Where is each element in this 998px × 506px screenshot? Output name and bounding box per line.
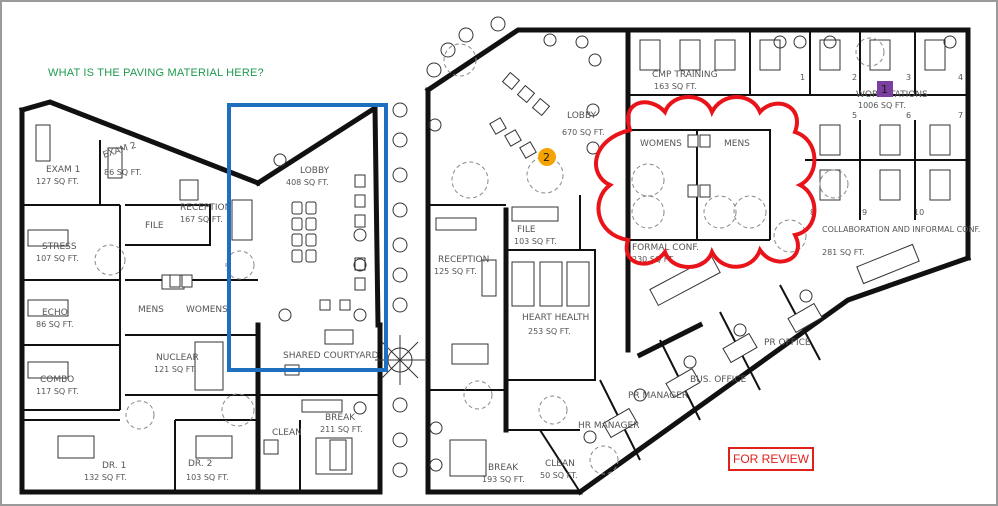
- room-area-cmp-training: 163 SQ FT.: [654, 82, 697, 91]
- room-area-file-right: 103 SQ FT.: [514, 237, 557, 246]
- ws-number: 10: [914, 208, 924, 217]
- ws-number: 1: [800, 73, 805, 82]
- room-name-break-left: BREAK: [325, 413, 356, 423]
- room-name-bus-office: BUS. OFFICE: [690, 375, 747, 385]
- ws-number: 3: [906, 73, 911, 82]
- room-name-lobby-left: LOBBY: [300, 166, 330, 176]
- room-name-break-right: BREAK: [488, 463, 519, 473]
- left-building-walls: [18, 99, 383, 495]
- ws-number: 5: [852, 111, 857, 120]
- ws-number: 4: [958, 73, 963, 82]
- room-area-reception-right: 125 SQ FT.: [434, 267, 477, 276]
- clearance-circles: [94, 37, 885, 475]
- room-area-combo: 117 SQ FT.: [36, 387, 79, 396]
- highlight-rectangle[interactable]: [227, 103, 388, 372]
- room-name-clean-left: CLEAN: [272, 428, 302, 438]
- marker-1[interactable]: [877, 81, 893, 97]
- room-name-womens-right: WOMENS: [640, 139, 682, 149]
- room-name-reception-right: RECEPTION: [438, 255, 489, 265]
- room-name-shared-courtyard: SHARED COURTYARD: [283, 351, 379, 361]
- furniture: [27, 39, 951, 477]
- for-review-stamp[interactable]: FOR REVIEW: [728, 447, 814, 471]
- room-area-lobby-left: 408 SQ FT.: [286, 178, 329, 187]
- room-area-workstations: 1006 SQ FT.: [858, 101, 906, 110]
- room-name-file-right: FILE: [517, 225, 536, 235]
- room-area-dr1: 132 SQ FT.: [84, 473, 127, 482]
- ws-number: 2: [852, 73, 857, 82]
- ws-number: 7: [958, 111, 963, 120]
- room-area-lobby-right: 670 SQ FT.: [562, 128, 605, 137]
- marker-2[interactable]: [538, 148, 556, 166]
- marker-1-label: 1: [881, 83, 888, 96]
- revision-cloud[interactable]: [594, 95, 817, 269]
- room-name-collab: COLLABORATION AND INFORMAL CONF.: [822, 225, 980, 234]
- room-name-file-left: FILE: [145, 221, 164, 231]
- room-name-heart-health: HEART HEALTH: [522, 313, 589, 323]
- room-area-exam1: 127 SQ FT.: [36, 177, 79, 186]
- room-area-collab: 281 SQ FT.: [822, 248, 865, 257]
- room-labels: EXAM 1 127 SQ FT. EXAM 2 86 SQ FT. RECEP…: [36, 70, 980, 484]
- room-name-womens-left: WOMENS: [186, 305, 228, 315]
- room-area-stress: 107 SQ FT.: [36, 254, 79, 263]
- room-area-clean-right: 50 SQ FT.: [540, 471, 578, 480]
- room-area-reception-left: 167 SQ FT.: [180, 215, 223, 224]
- ws-number: 6: [906, 111, 911, 120]
- room-name-dr2: DR. 2: [188, 459, 212, 469]
- room-area-heart-health: 253 SQ FT.: [528, 327, 571, 336]
- room-name-echo: ECHO: [42, 308, 68, 318]
- ws-number: 9: [862, 208, 867, 217]
- room-name-exam1: EXAM 1: [46, 165, 80, 175]
- room-area-break-left: 211 SQ FT.: [320, 425, 363, 434]
- room-name-nuclear: NUCLEAR: [156, 353, 199, 363]
- room-area-nuclear: 121 SQ FT.: [154, 365, 197, 374]
- room-name-clean-right: CLEAN: [545, 459, 575, 469]
- room-area-echo: 86 SQ FT.: [36, 320, 74, 329]
- room-name-lobby-right: LOBBY: [567, 111, 597, 121]
- question-annotation[interactable]: WHAT IS THE PAVING MATERIAL HERE?: [48, 67, 264, 79]
- room-name-dr1: DR. 1: [102, 461, 126, 471]
- room-name-pr-office: PR OFFICE: [764, 338, 811, 348]
- room-name-mens-left: MENS: [138, 305, 164, 315]
- room-name-hr-manager: HR MANAGER: [578, 421, 639, 431]
- room-name-pr-manager: PR MANAGER: [628, 391, 688, 401]
- room-area-dr2: 103 SQ FT.: [186, 473, 229, 482]
- room-area-break-right: 193 SQ FT.: [482, 475, 525, 484]
- room-name-mens-right: MENS: [724, 139, 750, 149]
- room-name-combo: COMBO: [40, 375, 74, 385]
- room-name-stress: STRESS: [42, 242, 77, 252]
- room-area-exam2: 86 SQ FT.: [104, 168, 142, 177]
- marker-2-label: 2: [543, 151, 550, 164]
- room-name-reception-left: RECEPTION: [180, 203, 231, 213]
- room-name-cmp-training: CMP TRAINING: [652, 70, 718, 80]
